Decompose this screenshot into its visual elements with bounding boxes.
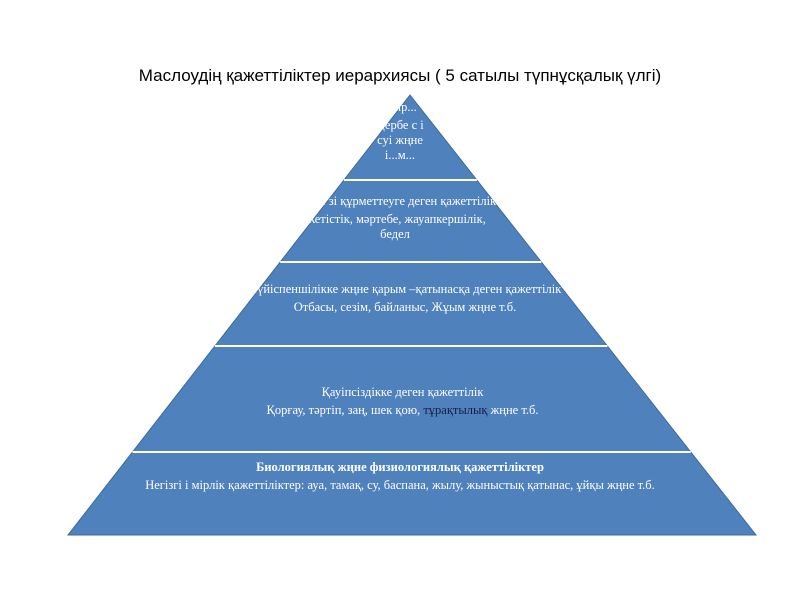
page-title: Маслоудің қажеттіліктер иерархиясы ( 5 с… <box>138 66 662 85</box>
level-2-body: Жетістік, мәртебе, жауапкершілік, бедел <box>304 212 486 241</box>
level-4-heading: Қауіпсіздікке деген қажеттілік <box>321 385 484 399</box>
level-4-body-highlight: тұрақтылық <box>423 403 488 417</box>
level-4-body-a: Қорғау, тәртіп, заң, шек қою, <box>266 403 424 417</box>
level-4-body-c: жңне т.б. <box>487 403 539 417</box>
level-4-body: Қорғау, тәртіп, заң, шек қою, тұрақтылық… <box>180 403 625 418</box>
level-3-text: Сүйіспеншілікке жңне қарым –қатынасқа де… <box>245 282 565 342</box>
level-1-text: ...ыр... Дербе с і суі жңне і...м... <box>370 100 430 178</box>
level-3-body: Отбасы, сезім, байланыс, Жұым жңне т.б. <box>293 300 517 314</box>
level-4-text: Қауіпсіздікке деген қажеттілік Қорғау, т… <box>180 385 625 435</box>
level-2-heading: Өзін-і зі құрметтеуге деген қажеттілік <box>293 194 497 208</box>
level-2-text: Өзін-і зі құрметтеуге деген қажеттілік Ж… <box>290 194 500 260</box>
level-5-text: Биологиялық жңне физиологиялық қажеттілі… <box>90 460 710 522</box>
level-5-body: Негізгі і мірлік қажеттіліктер: ауа, там… <box>145 478 655 492</box>
level-5-heading: Биологиялық жңне физиологиялық қажеттілі… <box>256 460 544 474</box>
pyramid-shape <box>66 94 758 536</box>
level-1-body: Дербе с і суі жңне і...м... <box>376 118 424 162</box>
level-3-heading: Сүйіспеншілікке жңне қарым –қатынасқа де… <box>248 282 562 296</box>
level-1-heading: ...ыр... <box>383 100 417 114</box>
